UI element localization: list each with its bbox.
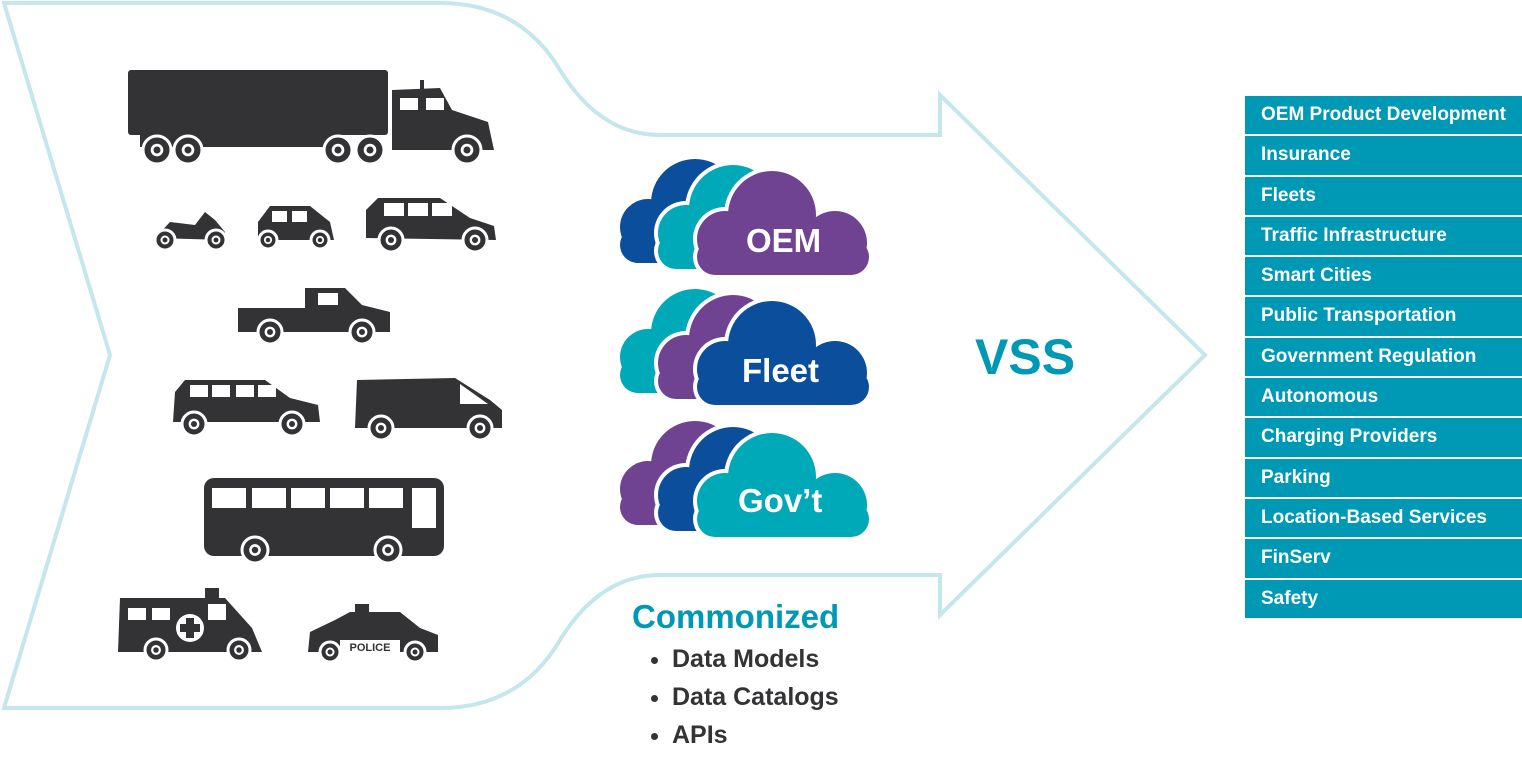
use-case-item: Autonomous [1245,378,1522,417]
use-case-item: Parking [1245,458,1522,497]
police-car-icon: POLICE [308,604,438,664]
commonized-list: Data Models Data Catalogs APIs [632,640,839,754]
pickup-truck-icon [238,288,390,346]
use-case-item: Fleets [1245,176,1522,215]
cloud-label-fleet: Fleet [742,352,820,389]
bus-icon [204,478,444,565]
commonized-item: Data Catalogs [672,678,839,716]
suv-icon [173,380,320,438]
cloud-fleet [620,289,873,409]
cloud-label-oem: OEM [746,222,822,259]
use-case-item: Traffic Infrastructure [1245,216,1522,256]
van-icon [355,378,502,442]
ambulance-icon [118,588,262,663]
commonized-item: APIs [672,716,839,754]
use-case-item: FinServ [1245,539,1522,578]
use-case-item: Charging Providers [1245,418,1522,457]
arrow-outline [1,1,1208,710]
use-case-item: Public Transportation [1245,297,1522,336]
use-case-item: Safety [1245,579,1522,618]
use-case-item: OEM Product Development [1245,96,1522,135]
use-case-item: Location-Based Services [1245,498,1522,538]
cloud-label-govt: Gov’t [738,482,823,519]
use-case-item: Smart Cities [1245,257,1522,296]
cloud-govt [620,421,873,541]
compact-car-icon [257,206,334,251]
vss-label: VSS [975,329,1076,385]
commonized-section: Commonized Data Models Data Catalogs API… [632,598,839,754]
use-case-item: Insurance [1245,136,1522,175]
commonized-item: Data Models [672,640,839,678]
cloud-oem [620,159,873,279]
police-text: POLICE [350,642,391,654]
use-case-item: Government Regulation [1245,337,1522,377]
commonized-title: Commonized [632,598,840,635]
motorcycle-icon [153,212,228,252]
semi-truck-icon [128,70,494,166]
minivan-icon [366,198,496,254]
